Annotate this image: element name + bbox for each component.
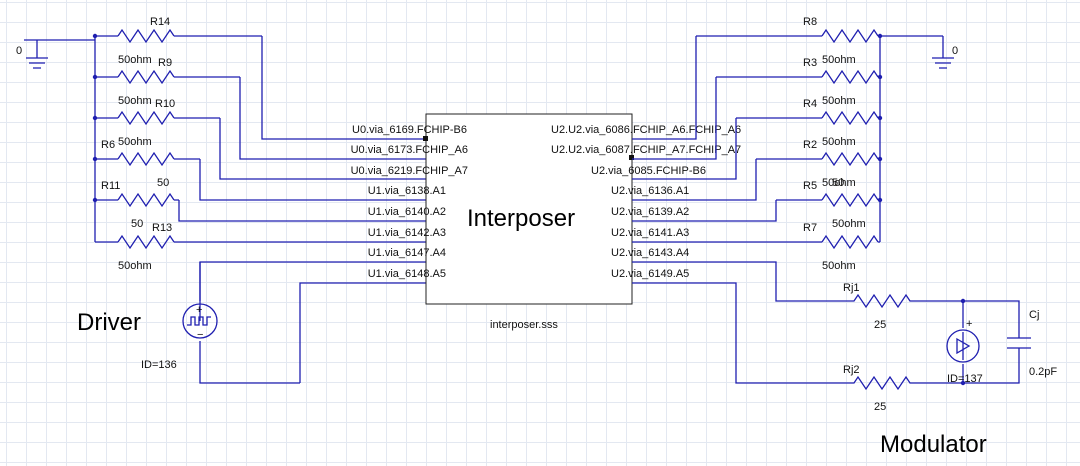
ground-right-label: 0 <box>952 45 958 57</box>
right-routing <box>632 36 848 384</box>
right-resistor-r3-name: R3 <box>803 57 817 69</box>
left-resistor-r11-value: 50 <box>131 218 143 230</box>
right-resistor-r2-name: R2 <box>803 139 817 151</box>
right-pin-8: U2.via_6149.A5 <box>611 268 689 280</box>
driver-minus: − <box>197 329 203 341</box>
right-resistor-r7[interactable]: R7 50ohm 50ohm <box>782 218 880 272</box>
ground-left-label: 0 <box>16 45 22 57</box>
right-resistor-r4[interactable]: R4 50ohm <box>736 98 880 148</box>
left-pin-6: U1.via_6142.A3 <box>368 227 446 239</box>
left-pin-2: U0.via_6173.FCHIP_A6 <box>351 144 468 156</box>
left-resistor-r13-value: 50ohm <box>118 260 152 272</box>
pin-marker-left <box>423 136 428 141</box>
interposer-title: Interposer <box>467 205 575 232</box>
left-resistor-r11-name: R11 <box>101 180 120 192</box>
modulator-rj2[interactable]: Rj2 25 <box>843 364 963 413</box>
left-pin-7: U1.via_6147.A4 <box>368 247 446 259</box>
right-resistor-r8-value: 50ohm <box>822 54 856 66</box>
left-resistor-r10[interactable]: R10 50ohm <box>95 98 220 148</box>
left-pin-8: U1.via_6148.A5 <box>368 268 446 280</box>
left-resistor-r9[interactable]: R9 50ohm <box>95 57 240 107</box>
right-resistor-r4-value: 50ohm <box>822 136 856 148</box>
right-resistor-r2-value: 50ohm <box>822 177 856 189</box>
ground-left: 0 <box>16 39 48 69</box>
left-resistor-r10-name: R10 <box>155 98 175 110</box>
left-pin-3: U0.via_6219.FCHIP_A7 <box>351 165 468 177</box>
right-resistor-r7-value-2: 50ohm <box>822 260 856 272</box>
modulator-source[interactable]: + ID=137 <box>946 298 983 386</box>
rj1-name: Rj1 <box>843 282 860 294</box>
interposer-block[interactable]: Interposer interposer.sss U0.via_6169.FC… <box>351 113 742 331</box>
left-resistor-r6-value: 50 <box>157 177 169 189</box>
rj2-name: Rj2 <box>843 364 860 376</box>
right-resistor-r5[interactable]: R5 50 <box>776 177 880 208</box>
left-resistor-r9-value: 50ohm <box>118 95 152 107</box>
driver-source[interactable]: + − Driver ID=136 <box>77 262 300 384</box>
left-pin-4: U1.via_6138.A1 <box>368 185 446 197</box>
right-resistor-r3-value: 50ohm <box>822 95 856 107</box>
left-resistor-r6[interactable]: R6 50 <box>95 139 200 189</box>
right-resistor-r5-name: R5 <box>803 180 817 192</box>
right-pin-4: U2.via_6136.A1 <box>611 185 689 197</box>
modulator-id: ID=137 <box>947 373 983 385</box>
driver-id: ID=136 <box>141 359 177 371</box>
modulator-cap[interactable]: Cj 0.2pF <box>963 300 1057 384</box>
modulator-label: Modulator <box>880 431 987 458</box>
cap-value: 0.2pF <box>1029 366 1057 378</box>
right-pin-3: U2.via_6085.FCHIP-B6 <box>591 165 706 177</box>
right-resistor-r7-value: 50ohm <box>832 218 866 230</box>
left-resistor-r14-value: 50ohm <box>118 54 152 66</box>
left-pin-labels: U0.via_6169.FCHIP-B6 U0.via_6173.FCHIP_A… <box>351 124 468 280</box>
driver-label: Driver <box>77 309 141 336</box>
left-pin-5: U1.via_6140.A2 <box>368 206 446 218</box>
right-pin-1: U2.U2.via_6086.FCHIP_A6.FCHIP_A6 <box>551 124 741 136</box>
right-pin-2: U2.U2.via_6087.FCHIP_A7.FCHIP_A7 <box>551 144 741 156</box>
left-resistor-r10-value: 50ohm <box>118 136 152 148</box>
left-resistor-r11[interactable]: R11 50 <box>95 180 179 230</box>
left-resistor-r14-name: R14 <box>150 16 170 28</box>
left-resistor-r14[interactable]: R14 50ohm <box>95 16 262 66</box>
right-pin-5: U2.via_6139.A2 <box>611 206 689 218</box>
right-resistor-r5-value: 50 <box>832 177 844 189</box>
right-bus-nodes <box>877 33 883 203</box>
driver-plus: + <box>196 304 202 316</box>
right-resistor-r2[interactable]: R2 50ohm <box>756 139 880 189</box>
pin-marker-right <box>629 155 634 160</box>
modulator-rj1[interactable]: Rj1 25 <box>843 282 963 331</box>
rj1-value: 25 <box>874 319 886 331</box>
modulator-plus: + <box>966 318 972 330</box>
right-pin-7: U2.via_6143.A4 <box>611 247 689 259</box>
rj2-value: 25 <box>874 401 886 413</box>
right-pin-6: U2.via_6141.A3 <box>611 227 689 239</box>
ground-right: 0 <box>880 35 958 69</box>
left-resistor-r13[interactable]: R13 50ohm <box>95 222 183 272</box>
left-resistor-r9-name: R9 <box>158 57 172 69</box>
right-resistor-r4-name: R4 <box>803 98 817 110</box>
interposer-file: interposer.sss <box>490 319 558 331</box>
cap-name: Cj <box>1029 309 1039 321</box>
right-resistor-r8[interactable]: R8 50ohm <box>696 16 880 66</box>
left-resistor-r13-name: R13 <box>152 222 172 234</box>
right-resistor-r7-name: R7 <box>803 222 817 234</box>
right-pin-labels: U2.U2.via_6086.FCHIP_A6.FCHIP_A6 U2.U2.v… <box>551 124 741 280</box>
right-resistor-r8-name: R8 <box>803 16 817 28</box>
left-resistor-r6-name: R6 <box>101 139 115 151</box>
left-pin-1: U0.via_6169.FCHIP-B6 <box>352 124 467 136</box>
